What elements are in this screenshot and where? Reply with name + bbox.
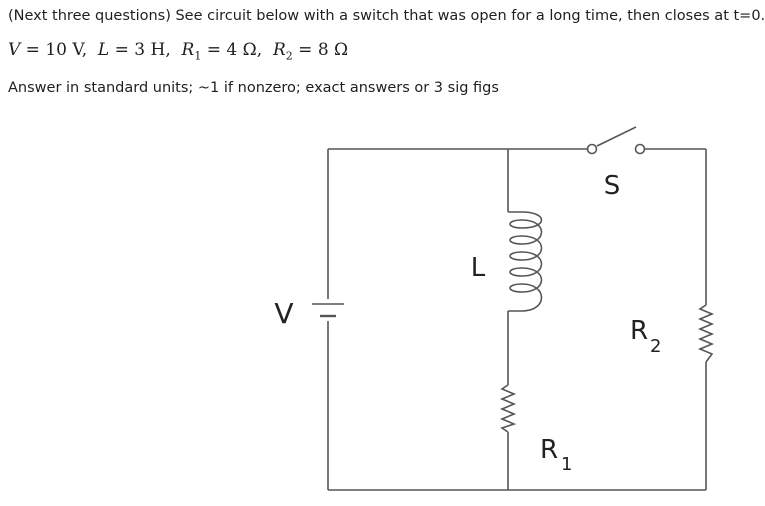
given-v: V = 10 V bbox=[8, 40, 82, 60]
inductor-coil bbox=[508, 211, 543, 312]
given-l: L = 3 H bbox=[97, 40, 166, 60]
resistor-r2 bbox=[697, 304, 715, 363]
given-r1: R1 = 4 Ω bbox=[181, 40, 257, 63]
r1-label: R 1 bbox=[540, 435, 572, 475]
source-label: V bbox=[274, 297, 293, 330]
circuit-diagram: S L V R 2 R 1 bbox=[274, 126, 715, 491]
battery-symbol bbox=[312, 303, 344, 318]
resistor-r1 bbox=[499, 384, 517, 433]
question-intro: (Next three questions) See circuit below… bbox=[8, 8, 765, 24]
circuit-wires bbox=[327, 148, 707, 491]
switch-label: S bbox=[604, 171, 621, 201]
svg-text:2: 2 bbox=[650, 336, 661, 357]
svg-text:R: R bbox=[540, 435, 558, 465]
svg-text:1: 1 bbox=[561, 454, 572, 475]
given-r2: R2 = 8 Ω bbox=[272, 40, 349, 63]
svg-text:R: R bbox=[630, 316, 648, 346]
switch[interactable] bbox=[586, 126, 646, 155]
r2-label: R 2 bbox=[630, 316, 661, 357]
answer-instructions: Answer in standard units; ~1 if nonzero;… bbox=[8, 80, 499, 96]
given-values: V = 10 V, L = 3 H, R1 = 4 Ω, R2 = 8 Ω bbox=[8, 40, 349, 63]
inductor-label: L bbox=[471, 253, 486, 283]
